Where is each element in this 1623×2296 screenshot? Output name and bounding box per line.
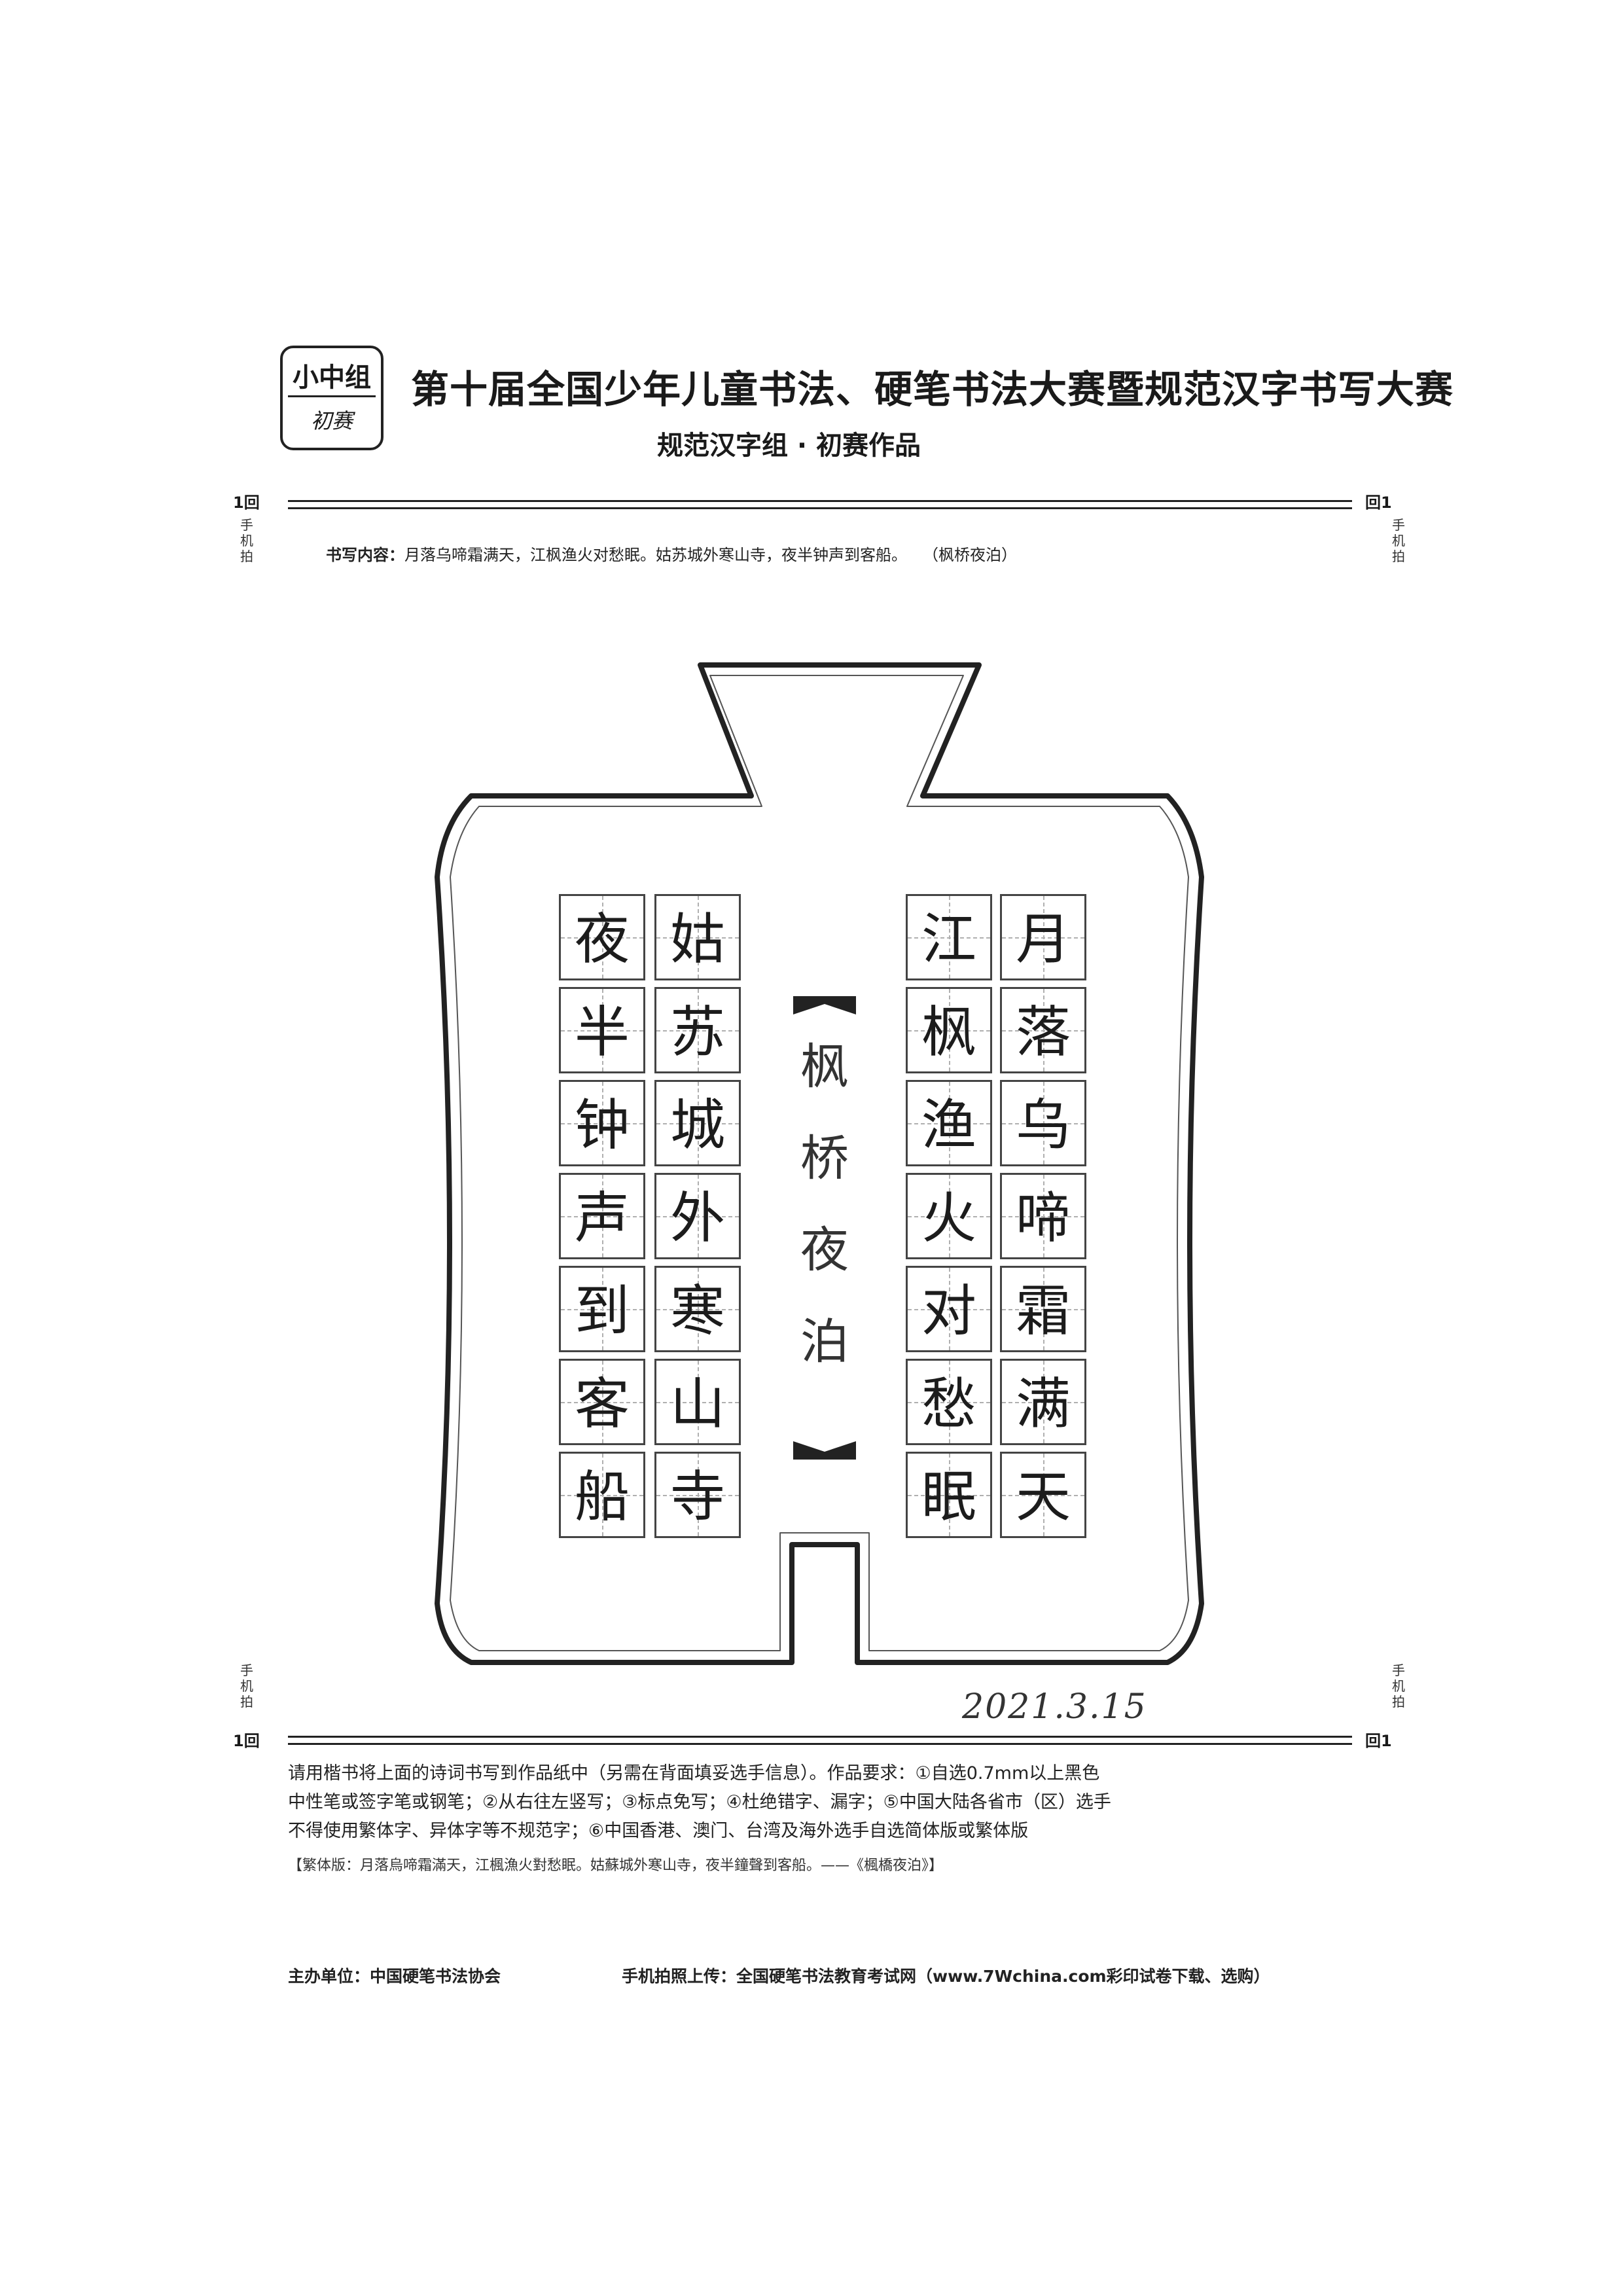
poem-title-char: 泊 [800, 1314, 849, 1370]
poem-char: 夜 [574, 907, 630, 971]
poem-char: 对 [921, 1279, 976, 1343]
poem-char: 渔 [921, 1093, 976, 1157]
poem-char: 城 [669, 1093, 725, 1157]
writing-content-ref: （枫桥夜泊） [931, 546, 1017, 564]
grid-cell: 山 [654, 1359, 741, 1445]
page-subtitle: 规范汉字组 · 初赛作品 [657, 431, 921, 461]
traditional-version: 【繁体版：月落烏啼霜滿天，江楓漁火對愁眠。姑蘇城外寒山寺，夜半鐘聲到客船。——《… [288, 1857, 944, 1874]
grid-cell: 天 [1000, 1452, 1086, 1538]
grid-cell: 外 [654, 1173, 741, 1259]
poem-char: 啼 [1015, 1186, 1071, 1250]
poem-char: 月 [1015, 907, 1071, 971]
grid-cell: 声 [559, 1173, 645, 1259]
poem-char: 愁 [921, 1372, 976, 1436]
grid-cell: 满 [1000, 1359, 1086, 1445]
grid-cell: 姑 [654, 894, 741, 980]
poem-char: 满 [1015, 1372, 1071, 1436]
poem-char: 姑 [669, 907, 725, 971]
poem-char: 声 [574, 1186, 630, 1250]
grid-cell: 渔 [906, 1080, 992, 1166]
grid-cell: 对 [906, 1266, 992, 1352]
grid-cell: 落 [1000, 987, 1086, 1073]
instruction-line: 不得使用繁体字、异体字等不规范字；⑥中国香港、澳门、台湾及海外选手自选简体版或繁… [288, 1821, 1029, 1841]
page-title: 第十届全国少年儿童书法、硬笔书法大赛暨规范汉字书写大赛 [411, 367, 1454, 412]
grid-cell: 半 [559, 987, 645, 1073]
grid-cell: 钟 [559, 1080, 645, 1166]
corner-mark-top-left: 1回 [233, 493, 260, 512]
poem-char: 到 [574, 1279, 630, 1343]
instructions: 请用楷书将上面的诗词书写到作品纸中（另需在背面填妥选手信息）。作品要求：①自选0… [288, 1759, 1361, 1846]
upload-info: 手机拍照上传：全国硬笔书法教育考试网（www.7Wchina.com彩印试卷下载… [622, 1967, 1270, 1986]
grid-cell: 月 [1000, 894, 1086, 980]
grid-cell: 枫 [906, 987, 992, 1073]
poem-title-char: 桥 [800, 1130, 849, 1187]
instruction-line: 中性笔或签字笔或钢笔；②从右往左竖写；③标点免写；④杜绝错字、漏字；⑤中国大陆各… [288, 1792, 1111, 1812]
poem-char: 外 [669, 1186, 725, 1250]
group-divider [288, 395, 376, 397]
grid-cell: 寺 [654, 1452, 741, 1538]
poem-char: 客 [574, 1372, 630, 1436]
corner-mark-bottom-right: 回1 [1365, 1732, 1392, 1750]
corner-mark-bottom-left: 1回 [233, 1732, 260, 1750]
writing-content-label: 书写内容： [326, 546, 404, 564]
side-label-bottom-right: 手机拍 [1392, 1662, 1405, 1710]
bottom-rule [288, 1736, 1352, 1745]
grid-cell: 到 [559, 1266, 645, 1352]
organizer: 主办单位：中国硬笔书法协会 [288, 1967, 501, 1986]
side-label-bottom-left: 手机拍 [240, 1662, 253, 1710]
group-label: 小中组 [293, 363, 371, 393]
grid-cell: 苏 [654, 987, 741, 1073]
poem-char: 霜 [1015, 1279, 1071, 1343]
grid-cell: 客 [559, 1359, 645, 1445]
group-badge: 小中组 初赛 [280, 346, 383, 450]
grid-cell: 城 [654, 1080, 741, 1166]
grid-cell: 啼 [1000, 1173, 1086, 1259]
poem-char: 山 [669, 1372, 725, 1436]
corner-mark-top-right: 回1 [1365, 493, 1392, 512]
grid-cell: 船 [559, 1452, 645, 1538]
grid-cell: 乌 [1000, 1080, 1086, 1166]
title-bracket-bottom [793, 1441, 856, 1460]
stage-label: 初赛 [310, 408, 353, 433]
grid-cell: 愁 [906, 1359, 992, 1445]
poem-char: 半 [574, 1000, 630, 1064]
grid-cell: 夜 [559, 894, 645, 980]
poem-char: 寒 [669, 1279, 725, 1343]
writing-content-text: 月落乌啼霜满天，江枫渔火对愁眠。姑苏城外寒山寺，夜半钟声到客船。 [404, 546, 907, 564]
handwritten-date: 2021.3.15 [962, 1687, 1147, 1727]
side-label-top-left: 手机拍 [240, 517, 253, 564]
poem-title: 枫 桥 夜 泊 [779, 1021, 870, 1388]
grid-cell: 江 [906, 894, 992, 980]
writing-content: 书写内容：月落乌啼霜满天，江枫渔火对愁眠。姑苏城外寒山寺，夜半钟声到客船。 （枫桥… [326, 542, 1308, 565]
instruction-line: 请用楷书将上面的诗词书写到作品纸中（另需在背面填妥选手信息）。作品要求：①自选0… [288, 1763, 1100, 1784]
poem-title-char: 夜 [800, 1222, 849, 1278]
side-label-top-right: 手机拍 [1392, 517, 1405, 564]
poem-char: 寺 [669, 1465, 725, 1529]
poem-char: 天 [1015, 1465, 1071, 1529]
title-bracket-top [793, 996, 856, 1014]
grid-cell: 眠 [906, 1452, 992, 1538]
poem-char: 钟 [574, 1093, 630, 1157]
grid-cell: 霜 [1000, 1266, 1086, 1352]
top-rule [288, 500, 1352, 509]
poem-title-char: 枫 [800, 1039, 849, 1095]
poem-char: 眠 [921, 1465, 976, 1529]
poem-char: 船 [574, 1465, 630, 1529]
poem-char: 落 [1015, 1000, 1071, 1064]
grid-cell: 火 [906, 1173, 992, 1259]
grid-cell: 寒 [654, 1266, 741, 1352]
poem-char: 乌 [1015, 1093, 1071, 1157]
poem-char: 苏 [669, 1000, 725, 1064]
poem-char: 枫 [921, 1000, 976, 1064]
poem-char: 江 [921, 907, 976, 971]
poem-char: 火 [921, 1186, 976, 1250]
